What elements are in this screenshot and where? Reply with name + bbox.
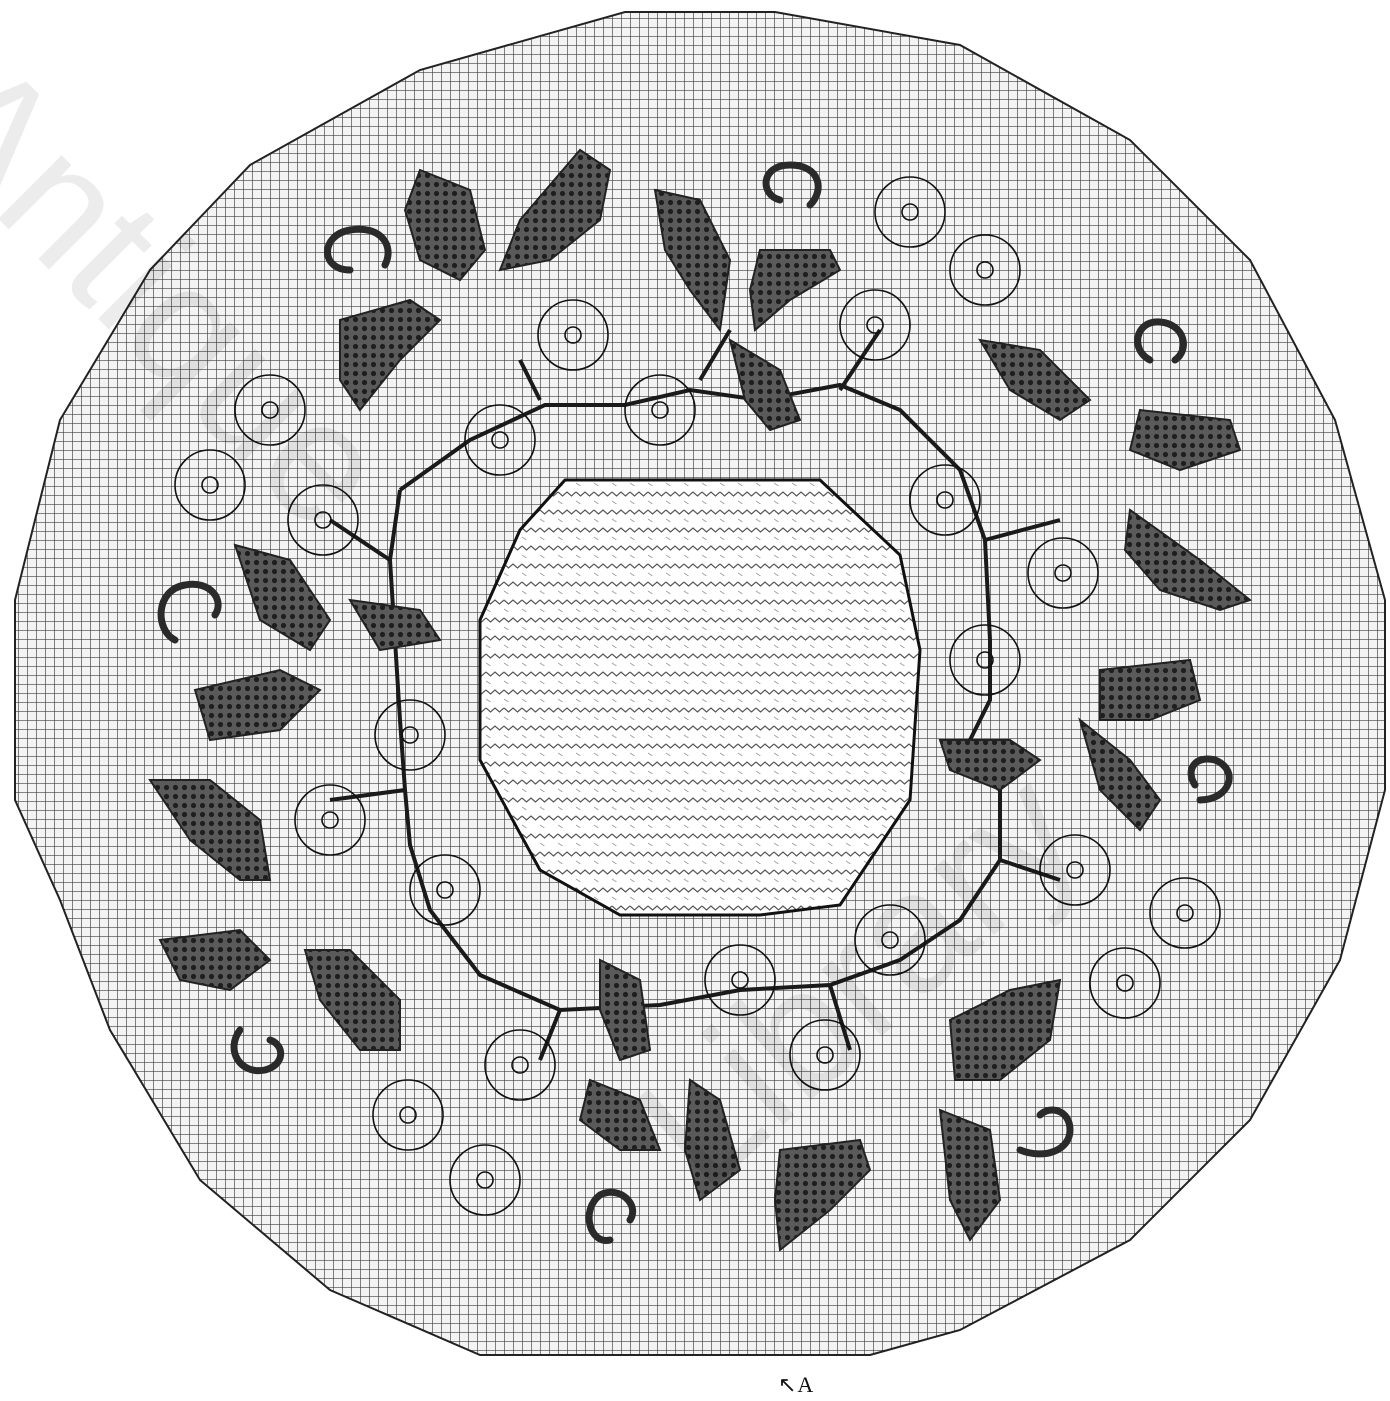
start-marker-label: ↖A — [778, 1372, 814, 1398]
center-block — [480, 480, 920, 915]
